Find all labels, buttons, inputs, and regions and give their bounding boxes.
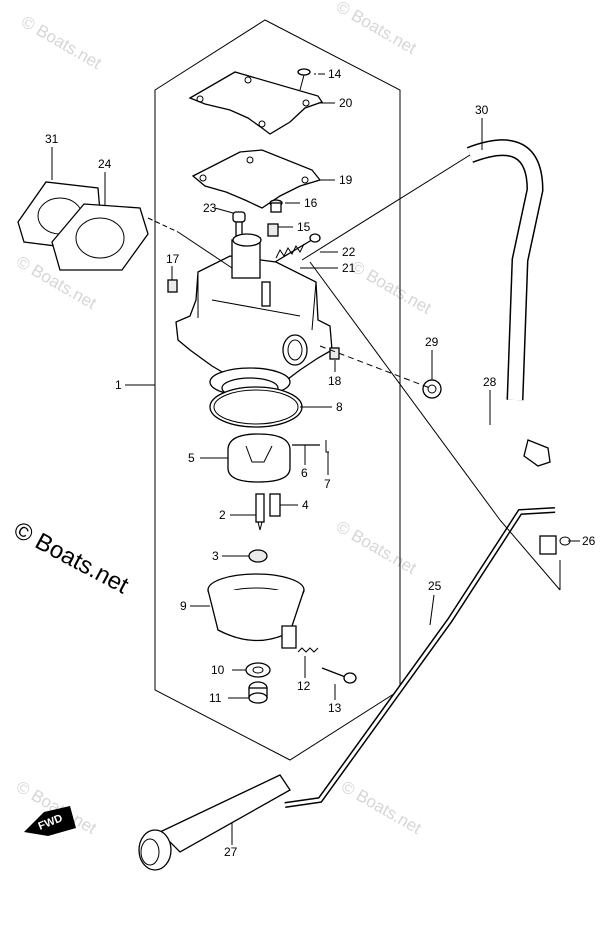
part-9-float-bowl xyxy=(207,573,305,649)
callout-8: 8 xyxy=(336,400,343,414)
part-20-plate xyxy=(188,71,324,135)
callout-23: 23 xyxy=(203,201,217,215)
part-10-washer xyxy=(245,662,271,678)
part-30-hose-inner xyxy=(467,140,543,401)
part-17-jet xyxy=(167,279,178,293)
part-12-spring xyxy=(297,647,319,653)
part-15-jet xyxy=(267,223,279,237)
hole xyxy=(196,95,204,103)
hole xyxy=(258,120,266,128)
hole xyxy=(301,176,309,184)
callout-22: 22 xyxy=(342,245,356,259)
callout-29: 29 xyxy=(425,335,439,349)
callout-25: 25 xyxy=(428,579,442,593)
callout-18: 18 xyxy=(328,374,342,388)
part-27-choke-knob xyxy=(138,774,291,871)
part-16-screw xyxy=(269,199,283,213)
callout-9: 9 xyxy=(180,599,187,613)
callout-17: 17 xyxy=(166,252,180,266)
part-7-clip xyxy=(325,440,329,453)
part-14-screw xyxy=(297,68,311,91)
callout-21: 21 xyxy=(342,261,356,275)
callout-7: 7 xyxy=(324,477,331,491)
callout-20: 20 xyxy=(339,96,353,110)
watermark: © Boats.net xyxy=(338,777,425,838)
callout-28: 28 xyxy=(483,375,497,389)
callout-3: 3 xyxy=(212,549,219,563)
hole xyxy=(302,99,310,107)
callout-13: 13 xyxy=(328,701,342,715)
part-22-screw xyxy=(274,233,321,263)
callout-5: 5 xyxy=(188,451,195,465)
callout-12: 12 xyxy=(297,679,311,693)
part-29-washer xyxy=(422,379,442,399)
part-13-screw xyxy=(321,667,357,684)
part-28-bolt xyxy=(438,397,551,467)
carburetor-body xyxy=(175,233,333,399)
hole xyxy=(244,76,252,84)
callout-27: 27 xyxy=(224,845,238,859)
watermark: © Boats.net xyxy=(333,0,420,58)
part-8-o-ring-inner xyxy=(213,389,299,425)
callout-2: 2 xyxy=(219,508,226,522)
watermark: © Boats.net xyxy=(348,257,435,318)
callout-4: 4 xyxy=(302,498,309,512)
callout-labels: 1 2 3 4 5 6 7 8 9 10 11 12 13 14 15 16 1… xyxy=(45,67,596,859)
callout-1: 1 xyxy=(115,378,122,392)
callout-30: 30 xyxy=(475,103,489,117)
part-4-seat xyxy=(269,493,281,517)
callout-24: 24 xyxy=(98,157,112,171)
part-24-gasket xyxy=(51,203,149,271)
part-5-float xyxy=(227,433,291,483)
callout-31: 31 xyxy=(45,132,59,146)
part-19-gasket xyxy=(191,149,322,209)
part-25-choke-rod xyxy=(284,507,556,808)
part-3-jet xyxy=(248,549,268,563)
callout-16: 16 xyxy=(304,196,318,210)
part-2-needle xyxy=(255,493,265,531)
callout-14: 14 xyxy=(328,67,342,81)
part-8-o-ring xyxy=(209,386,303,428)
part-11-plug xyxy=(248,681,268,704)
callout-10: 10 xyxy=(211,663,225,677)
part-25-choke-rod-inner xyxy=(284,508,556,807)
callout-26: 26 xyxy=(582,534,596,548)
hole xyxy=(246,156,254,164)
watermark: © Boats.net xyxy=(18,12,105,73)
fwd-arrow-icon: FWD xyxy=(24,806,76,836)
callout-15: 15 xyxy=(297,220,311,234)
callout-11: 11 xyxy=(209,691,222,705)
part-18-jet xyxy=(329,347,340,360)
callout-19: 19 xyxy=(339,173,353,187)
brand-watermark: © Boats.net xyxy=(9,516,133,599)
watermark: © Boats.net xyxy=(333,517,420,578)
part-21-spring xyxy=(275,243,305,259)
part-26-clip xyxy=(539,535,571,555)
callout-6: 6 xyxy=(301,466,308,480)
leader-lines xyxy=(51,73,580,845)
hole xyxy=(199,174,207,182)
